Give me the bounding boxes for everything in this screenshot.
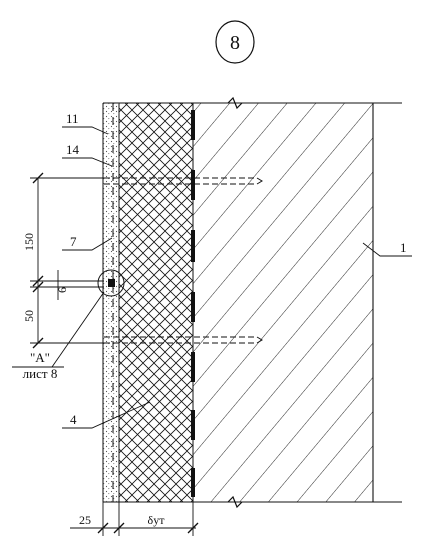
callout-14: 14 (66, 142, 80, 157)
insulation-layer (118, 103, 193, 502)
dim-25: 25 (79, 513, 91, 527)
callout-leaders (51, 126, 412, 429)
dim-150: 150 (22, 233, 36, 251)
dim-50: 50 (22, 310, 36, 322)
sheet-number: 8 (230, 32, 240, 54)
dim-delta-ut: δут (148, 513, 166, 527)
dowels (104, 177, 263, 344)
callout-4: 4 (70, 412, 77, 427)
sheet-number-badge: 8 (215, 20, 255, 64)
detail-a-circle (97, 269, 125, 297)
dowel-bottom (104, 336, 263, 344)
vertical-dimension-chain (30, 172, 104, 349)
sheet-number-circle (215, 20, 255, 64)
callout-7: 7 (70, 234, 77, 249)
callout-11: 11 (66, 111, 79, 126)
masonry-wall (192, 103, 374, 502)
detail-mark: "A" (30, 350, 50, 365)
plaster-layer (102, 103, 119, 502)
detail-sheet-ref: лист 8 (23, 366, 58, 381)
horizontal-dimension-chain (70, 502, 199, 536)
callout-1: 1 (400, 240, 407, 255)
dim-6: 6 (55, 287, 69, 293)
dowel-top (104, 177, 263, 185)
